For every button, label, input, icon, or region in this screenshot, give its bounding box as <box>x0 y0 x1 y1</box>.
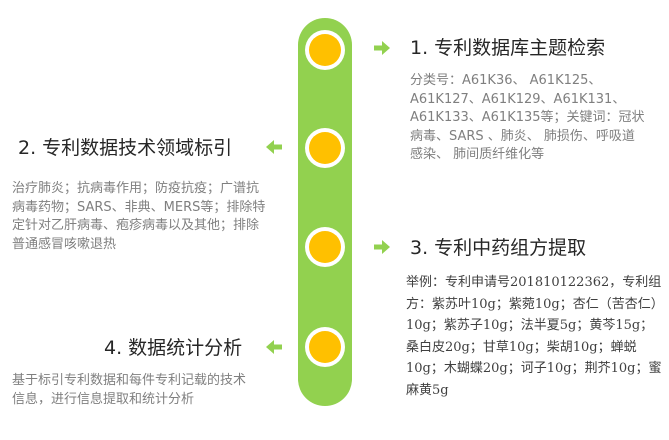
node-dot-2 <box>309 132 341 164</box>
step-2-title: 2. 专利数据技术领域标引 <box>18 137 233 159</box>
step-3-title: 3. 专利中药组方提取 <box>410 237 587 259</box>
step-4-desc: 基于标引专利数据和每件专利记载的技术信息，进行信息提取和统计分析 <box>12 373 247 407</box>
timeline-node-2 <box>305 128 345 168</box>
step-4-title: 4. 数据统计分析 <box>104 337 243 359</box>
arrow-right-icon <box>374 41 390 55</box>
step-2-desc: 治疗肺炎；抗病毒作用；防疫抗疫；广谱抗病毒药物；SARS、非典、MERS等；排除… <box>12 181 266 252</box>
node-dot-4 <box>309 331 341 363</box>
arrow-right-icon <box>374 240 390 254</box>
step-1-desc: 分类号：A61K36、 A61K125、A61K127、A61K129、A61K… <box>410 73 645 162</box>
timeline-node-4 <box>305 327 345 367</box>
step-3-desc: 举例：专利申请号201810122362，专利组方：紫苏叶10g；紫菀10g；杏… <box>406 275 662 398</box>
timeline-node-1 <box>305 30 345 70</box>
timeline-node-3 <box>305 227 345 267</box>
arrow-left-icon <box>266 140 282 154</box>
node-dot-1 <box>309 34 341 66</box>
arrow-left-icon <box>266 340 282 354</box>
step-1-title: 1. 专利数据库主题检索 <box>410 37 606 59</box>
node-dot-3 <box>309 231 341 263</box>
